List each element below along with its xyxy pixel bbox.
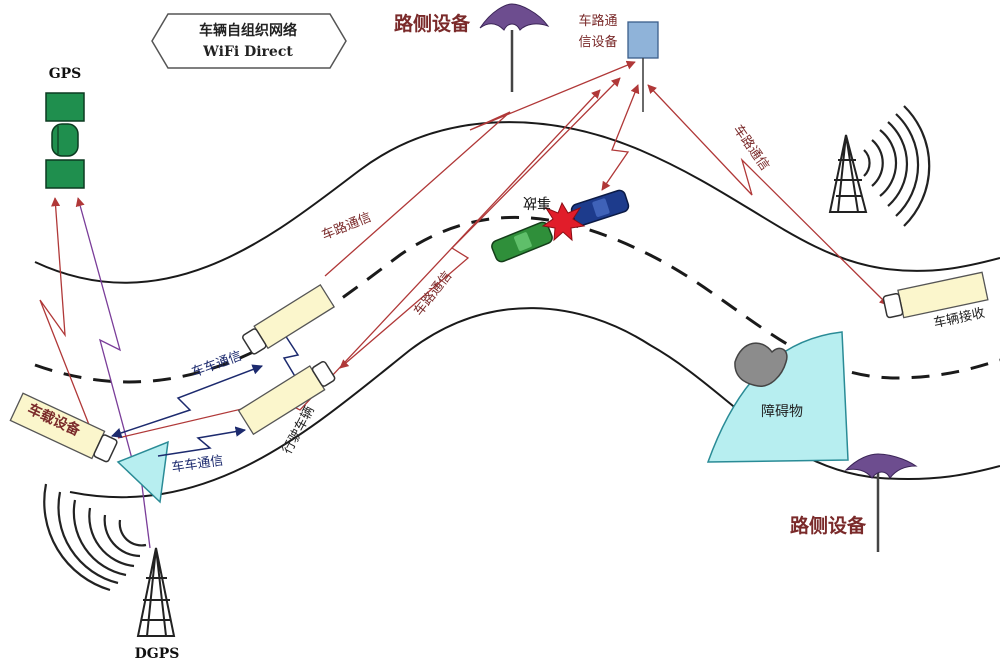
roadside-bottom-label: 路侧设备 <box>790 514 867 537</box>
v2v-links <box>111 334 300 457</box>
truck-driving <box>237 360 336 436</box>
truck-upper <box>242 283 336 355</box>
v2r-label-1: 车路通信 <box>319 209 373 243</box>
tower-right-icon <box>828 134 868 213</box>
truck-onboard <box>9 392 118 463</box>
rsu-label-line1: 车路通 <box>578 13 617 29</box>
accident-label: 事故 <box>523 194 551 210</box>
car-blue <box>570 189 630 227</box>
rsu-box: 车路通 信设备 <box>578 13 659 112</box>
roadside-device-bottom: 路侧设备 <box>790 453 918 552</box>
truck-upper-cab <box>242 328 267 355</box>
network-banner: 车辆自组织网络 WiFi Direct <box>151 13 347 69</box>
cell-tower-right <box>828 105 931 227</box>
v2r-label-2: 车路通信 <box>411 268 456 319</box>
link-onboard-rsu <box>117 89 601 439</box>
link-rsu-right <box>647 84 889 306</box>
obstacle-zone: 障碍物 <box>706 331 849 463</box>
dgps-tower-icon <box>136 547 176 637</box>
tower-right-waves <box>863 105 931 227</box>
truck-upper-box <box>253 283 336 350</box>
banner-title: 车辆自组织网络 <box>199 22 297 39</box>
truck-driving-box <box>237 365 326 436</box>
obstacle-icon <box>734 342 788 387</box>
accident-scene: 事故 <box>491 189 630 263</box>
roadside-bottom-antenna-icon <box>844 453 918 479</box>
roadside-top-antenna-icon <box>479 3 550 31</box>
banner-shape <box>151 13 347 69</box>
rsu-label-line2: 信设备 <box>578 34 617 50</box>
v2r-label-3: 车路通信 <box>730 122 773 174</box>
link-rsu-truck-b <box>339 77 621 369</box>
truck-receiving-cab <box>882 292 904 319</box>
v2v-label-2: 车车通信 <box>171 452 225 475</box>
dgps-waves <box>43 483 147 592</box>
gps-satellite: GPS <box>45 66 85 189</box>
link-rsu-accident <box>601 84 640 191</box>
dgps-label: DGPS <box>135 646 180 662</box>
collision-burst-icon <box>541 201 586 242</box>
link-v2v-upper <box>111 364 263 438</box>
road-edge-top <box>34 121 1000 284</box>
truck-driving-cab <box>311 360 336 387</box>
gps-link-red <box>39 197 96 441</box>
obstacle-label: 障碍物 <box>761 404 803 420</box>
sensor-beam-icon <box>116 440 169 504</box>
roadside-device-top: 路侧设备 <box>394 3 550 92</box>
truck-onboard-cab <box>93 434 118 463</box>
car-green <box>491 221 553 263</box>
link-v2v-lower <box>157 426 247 457</box>
banner-subtitle: WiFi Direct <box>202 44 293 60</box>
roadside-top-label: 路侧设备 <box>394 12 471 35</box>
gps-panel-bottom <box>45 159 85 189</box>
rsu-device <box>627 21 659 59</box>
truck-receiving <box>882 271 989 319</box>
gps-body <box>51 123 79 157</box>
gps-label: GPS <box>49 66 82 82</box>
gps-panel-top <box>45 92 85 122</box>
link-rsu-truck-a <box>324 60 636 277</box>
dgps-tower: DGPS <box>43 483 180 662</box>
link-truck-truck <box>282 334 300 379</box>
